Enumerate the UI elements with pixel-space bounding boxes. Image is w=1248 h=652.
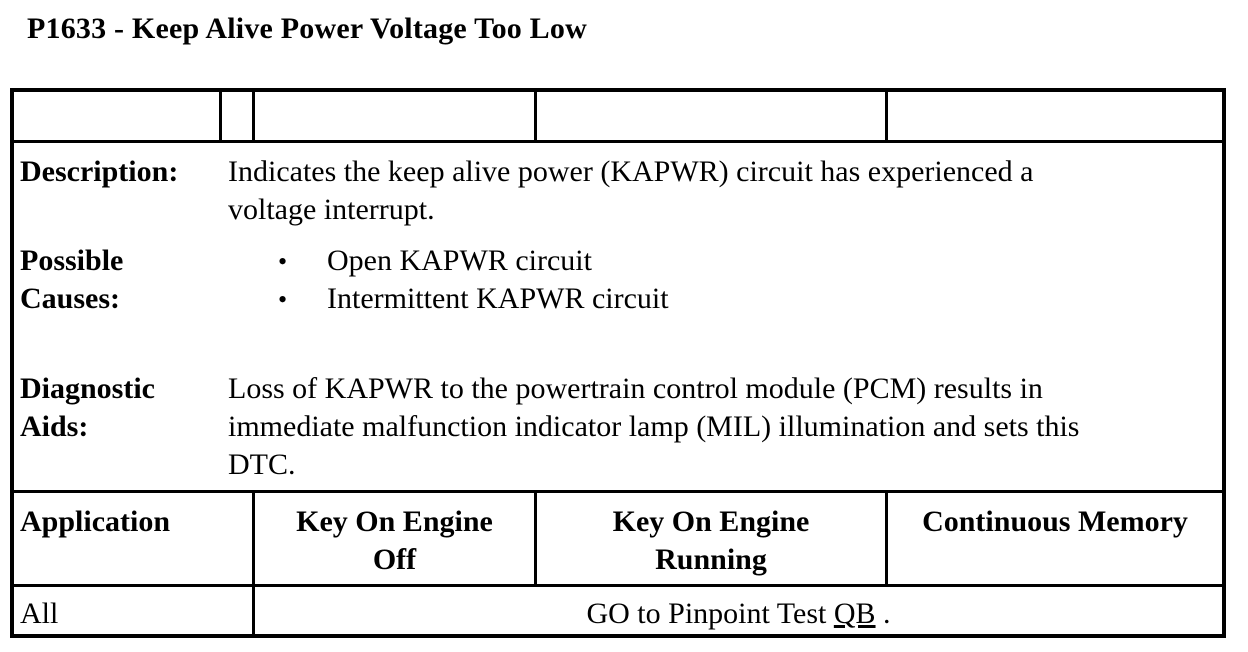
diagnostic-aids-label: Diagnostic xyxy=(20,372,155,405)
application-value: All xyxy=(20,597,59,630)
column-divider xyxy=(885,88,888,142)
koeo-header: Key On Engine xyxy=(296,505,493,538)
description-label: Description: xyxy=(20,155,179,188)
column-divider xyxy=(534,88,537,142)
cause-list-item: Intermittent KAPWR circuit xyxy=(327,282,669,315)
column-divider xyxy=(252,490,255,638)
bullet-icon: • xyxy=(278,285,288,314)
diagnostic-aids-label: Aids: xyxy=(20,410,89,443)
diagnostic-aids-text-line: DTC. xyxy=(228,448,296,481)
action-prefix: GO to Pinpoint Test xyxy=(586,597,827,630)
application-header: Application xyxy=(20,505,171,538)
column-divider xyxy=(252,88,255,142)
column-divider xyxy=(885,490,888,586)
column-divider xyxy=(219,88,222,142)
diagnostic-aids-text-line: Loss of KAPWR to the powertrain control … xyxy=(228,372,1043,405)
dtc-table xyxy=(10,88,1226,638)
row-divider xyxy=(10,490,1226,493)
row-divider xyxy=(10,140,1226,143)
description-text-line: voltage interrupt. xyxy=(228,193,435,226)
bullet-icon: • xyxy=(278,247,288,276)
continuous-memory-header: Continuous Memory xyxy=(922,505,1188,538)
possible-causes-label: Causes: xyxy=(20,282,121,315)
koer-header: Running xyxy=(655,543,767,576)
column-divider xyxy=(534,490,537,586)
row-divider xyxy=(10,584,1226,587)
pinpoint-test-link[interactable]: QB xyxy=(833,597,876,630)
koer-header: Key On Engine xyxy=(612,505,810,538)
cause-list-item: Open KAPWR circuit xyxy=(327,244,592,277)
pinpoint-test-instruction: GO to Pinpoint Test QB . xyxy=(255,595,1222,633)
description-text-line: Indicates the keep alive power (KAPWR) c… xyxy=(228,155,1034,188)
diagnostic-aids-text-line: immediate malfunction indicator lamp (MI… xyxy=(228,410,1080,443)
action-suffix: . xyxy=(883,597,891,630)
page-title: P1633 - Keep Alive Power Voltage Too Low xyxy=(27,12,587,45)
koeo-header: Off xyxy=(372,543,417,576)
possible-causes-label: Possible xyxy=(20,244,124,277)
